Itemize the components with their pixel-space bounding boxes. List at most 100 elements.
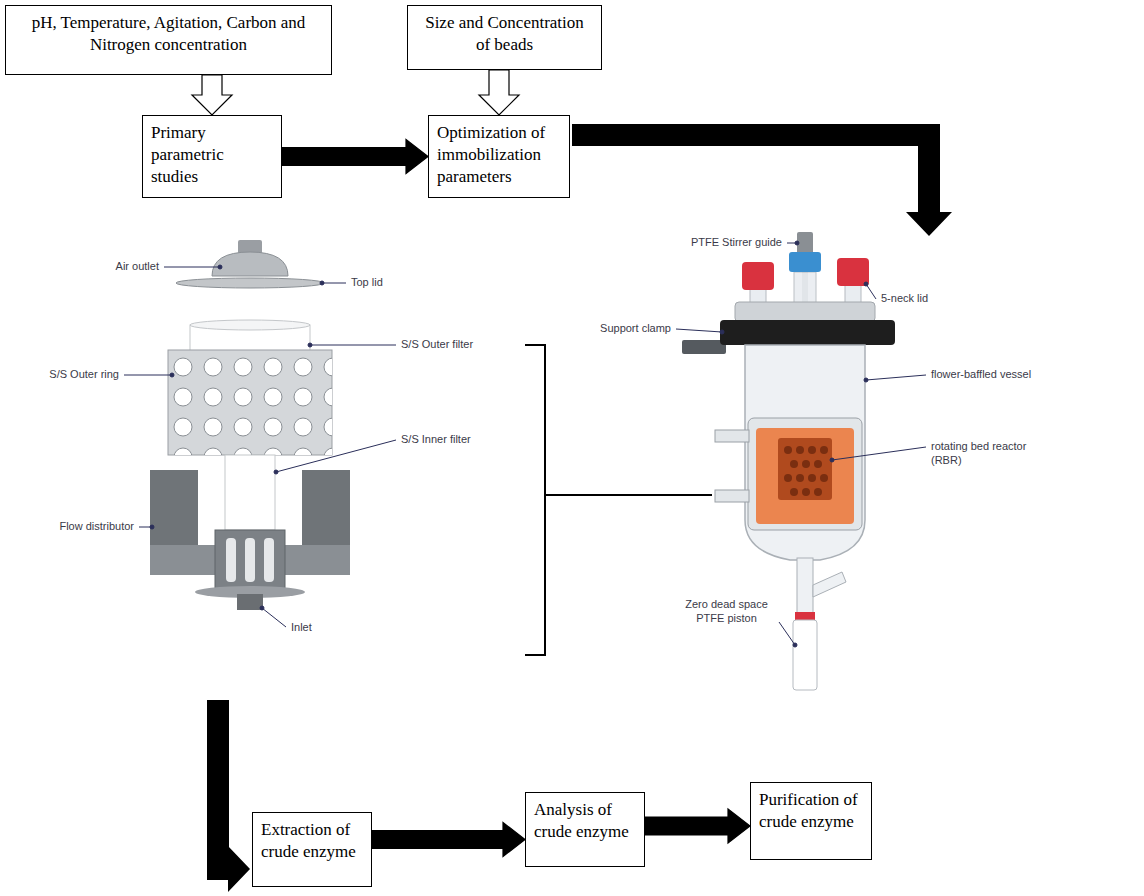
part-label: Air outlet: [115, 260, 160, 274]
leader-line: [779, 622, 795, 645]
bead: [814, 460, 822, 468]
bead: [796, 474, 804, 482]
part-label: Inlet: [290, 621, 313, 635]
bracket: [525, 345, 545, 655]
distributor-slot: [245, 538, 255, 582]
bead: [820, 446, 828, 454]
leader-dot: [720, 330, 724, 334]
part-label: Top lid: [350, 276, 384, 290]
air-outlet-dome: [212, 252, 288, 276]
jacket-port: [715, 430, 749, 442]
inner-filter: [225, 455, 275, 530]
block-arrow: [372, 823, 525, 857]
distributor-slot: [226, 538, 236, 582]
rotating-bed: [778, 438, 832, 500]
process-box: Size and Concentration of beads: [407, 5, 602, 70]
hollow-arrow: [192, 75, 232, 115]
leader-dot: [830, 458, 834, 462]
vessel: [745, 345, 865, 560]
part-label: S/S Inner filter: [400, 433, 472, 447]
leader-dot: [864, 282, 868, 286]
box-text: Primary parametric studies: [151, 122, 273, 188]
process-box: Optimization of immobilization parameter…: [428, 115, 570, 198]
leader-dot: [793, 643, 797, 647]
bead: [802, 460, 810, 468]
leader-dot: [274, 470, 278, 474]
part-label: S/S Outer filter: [400, 338, 474, 352]
part-label: Zero dead space PTFE piston: [678, 598, 775, 626]
neck-cap: [837, 258, 869, 286]
ptfe-piston: [793, 620, 817, 690]
piston-seal: [795, 612, 815, 620]
part-label: flower-baffled vessel: [930, 368, 1032, 382]
orange-medium: [756, 428, 854, 524]
block-arrow: [645, 809, 750, 843]
bead: [820, 474, 828, 482]
outlet-port: [813, 572, 846, 597]
box-text: Analysis of crude enzyme: [534, 799, 636, 843]
clamp-handle: [682, 340, 726, 354]
part-label: rotating bed reactor (RBR): [930, 440, 1044, 468]
neck-cap: [742, 262, 774, 290]
bead: [802, 488, 810, 496]
leader-line: [676, 329, 722, 332]
leader-line: [322, 283, 346, 284]
box-text: Size and Concentration of beads: [416, 12, 593, 56]
leader-line: [832, 447, 926, 460]
bead: [790, 488, 798, 496]
jacket-port: [715, 490, 749, 502]
leader-line: [310, 345, 396, 346]
process-box: Primary parametric studies: [142, 115, 282, 198]
bead: [790, 460, 798, 468]
outer-ring-holes: [168, 350, 332, 455]
block-arrow: [282, 140, 428, 174]
process-box: Analysis of crude enzyme: [525, 792, 645, 867]
bed-beads: [784, 446, 828, 496]
part-label: PTFE Stirrer guide: [690, 236, 783, 250]
box-text: Optimization of immobilization parameter…: [437, 122, 561, 188]
bead: [808, 474, 816, 482]
reactor-lid: [735, 302, 875, 322]
flow-arrow: [572, 124, 952, 236]
part-label: 5-neck lid: [880, 292, 929, 306]
leader-line: [262, 608, 286, 627]
part-label: S/S Outer ring: [48, 368, 120, 382]
leader-line: [124, 375, 172, 376]
bead: [796, 446, 804, 454]
leader-line: [866, 375, 926, 380]
part-label: Support clamp: [599, 322, 672, 336]
leader-line: [164, 267, 220, 268]
bead: [784, 446, 792, 454]
outer-ring: [168, 350, 332, 455]
process-box: pH, Temperature, Agitation, Carbon and N…: [5, 5, 332, 75]
box-text: pH, Temperature, Agitation, Carbon and N…: [14, 12, 323, 56]
bead: [808, 446, 816, 454]
leader-dot: [218, 265, 222, 269]
flow-arrow: [207, 700, 250, 892]
bracket-line: [545, 494, 712, 496]
box-text: Purification of crude enzyme: [759, 789, 863, 833]
outlet-stem: [797, 558, 813, 620]
leader-dot: [260, 606, 264, 610]
bead: [814, 488, 822, 496]
hollow-arrow: [479, 70, 519, 115]
leader-dot: [308, 343, 312, 347]
bead: [784, 474, 792, 482]
distributor-core: [215, 530, 285, 590]
leader-dot: [864, 378, 868, 382]
process-box: Purification of crude enzyme: [750, 782, 872, 860]
top-lid: [176, 278, 324, 288]
distributor-slot: [264, 538, 274, 582]
process-box: Extraction of crude enzyme: [252, 812, 372, 887]
jacket: [748, 418, 862, 530]
leader-dot: [170, 373, 174, 377]
outer-filter-top: [190, 320, 310, 330]
box-text: Extraction of crude enzyme: [261, 819, 363, 863]
leader-line: [866, 284, 876, 299]
stirrer-guide: [789, 252, 821, 272]
inlet-pipe: [237, 594, 263, 610]
part-label: Flow distributor: [58, 520, 135, 534]
leader-dot: [795, 241, 799, 245]
